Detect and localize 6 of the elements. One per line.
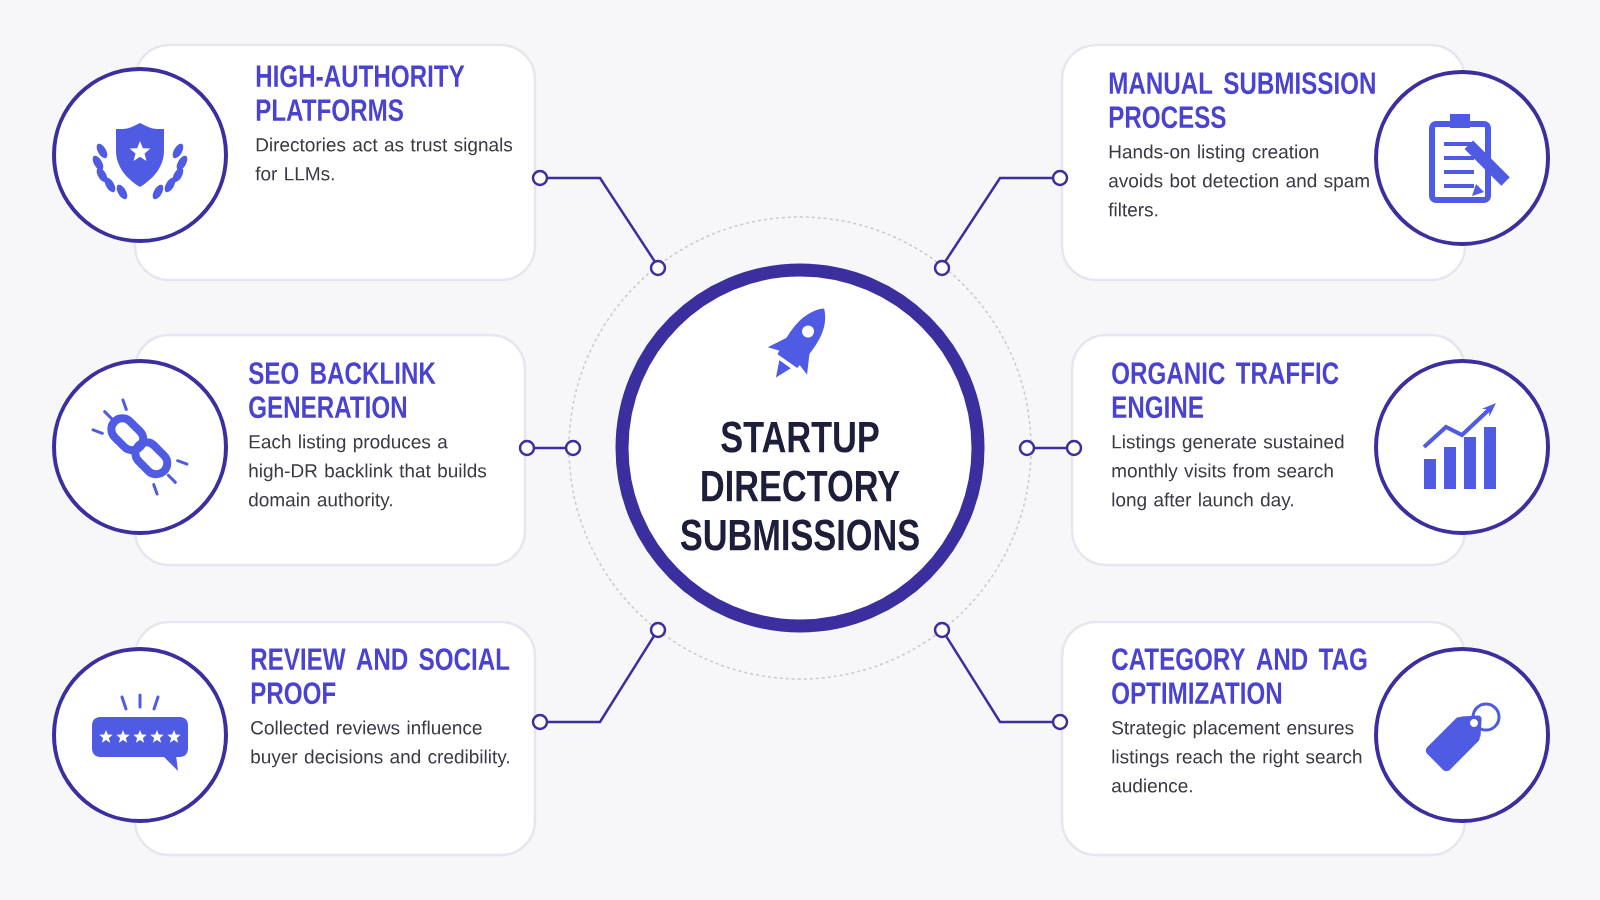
connector	[1018, 439, 1083, 457]
connector	[518, 439, 582, 457]
connector	[531, 621, 667, 731]
connector	[531, 169, 667, 277]
connector	[933, 169, 1069, 277]
connector	[933, 621, 1069, 731]
